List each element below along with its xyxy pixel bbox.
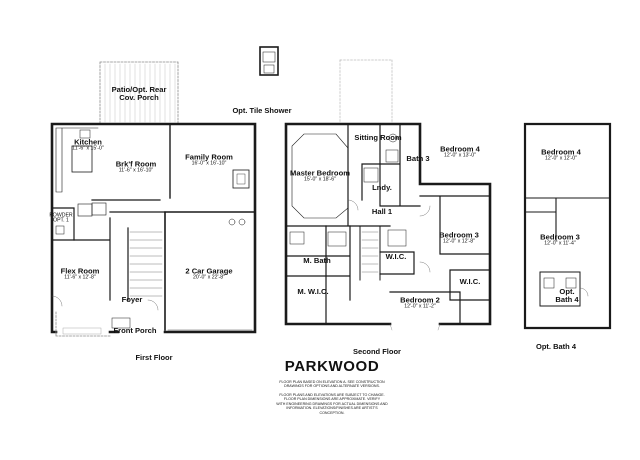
room-garage-dims: 20'-0" x 22'-8": [193, 274, 225, 281]
room-alt-bed3-dims: 12'-0" x 11'-4": [544, 240, 576, 247]
room-alt-bed4: Bedroom 4 12'-0" x 12'-0": [541, 148, 581, 161]
garage-walls: [164, 211, 256, 331]
room-mwic: M. W.I.C.: [297, 288, 328, 296]
room-alt-bath4-line1: Opt.: [559, 287, 575, 297]
caption-first-floor: First Floor: [135, 353, 173, 362]
second-floor-exterior: [284, 122, 492, 326]
room-foyer-name: Foyer: [121, 295, 143, 305]
room-front-porch-name: Front Porch: [113, 326, 157, 336]
room-bed3: Bedroom 3 12'-0" x 12'-8": [439, 231, 479, 244]
room-powder-name: POWDER: [49, 212, 73, 219]
fireplace: [232, 169, 250, 189]
room-alt-bath4: Opt. Bath 4: [555, 288, 578, 304]
room-flex-name: Flex Room: [60, 266, 100, 276]
room-master: Master Bedroom 15'-0" x 18'-6": [290, 169, 350, 182]
room-bed3-dims: 12'-0" x 12'-8": [443, 238, 475, 245]
plan-title: PARKWOOD: [284, 358, 380, 375]
second-floor-plan: [284, 59, 492, 331]
room-bed4-dims: 12'-0" x 13'-0": [444, 152, 476, 159]
first-floor-plan: [50, 61, 257, 337]
room-family-dims: 16'-0" x 16'-10": [191, 160, 227, 167]
note-line: FLOOR PLANS AND ELEVATIONS ARE SUBJECT T…: [279, 392, 385, 397]
room-bath3: Bath 3: [406, 155, 429, 163]
room-hall: Hall 1: [372, 208, 392, 216]
first-floor-exterior: [50, 122, 257, 334]
room-bed2: Bedroom 2 12'-0" x 11'-2": [400, 296, 440, 309]
room-bed2-name: Bedroom 2: [400, 295, 440, 305]
disclaimer-notes: FLOOR PLAN BASED ON ELEVATION A. SEE CON…: [257, 380, 407, 415]
room-kitchen-name: Kitchen: [74, 137, 102, 147]
room-sitting: Sitting Room: [354, 134, 401, 142]
room-master-dims: 15'-0" x 18'-6": [304, 176, 336, 183]
room-foyer: Foyer: [122, 296, 143, 304]
caption-opt-bath4: Opt. Bath 4: [535, 342, 577, 351]
room-brkf: Brk'f Room 11'-6" x 16'-10": [116, 160, 157, 173]
room-alt-bed3: Bedroom 3 12'-0" x 11'-4": [540, 233, 580, 246]
opt-bath4-plan: [523, 122, 612, 330]
note-line: FLOOR PLAN DIMENSIONS ARE APPROXIMATE. V…: [283, 397, 381, 402]
room-garage-name: 2 Car Garage: [185, 266, 233, 276]
room-bed4: Bedroom 4 12'-0" x 13'-0": [440, 145, 480, 158]
room-brkf-name: Brk'f Room: [115, 159, 157, 169]
room-wic1: W.I.C.: [386, 253, 407, 261]
room-wic1-name: W.I.C.: [385, 252, 407, 262]
opt-tile-shower-plan: [259, 46, 279, 76]
note-line: DRAWINGS FOR OPTIONS AND ALTERNATE VERSI…: [284, 384, 380, 389]
room-bed2-dims: 12'-0" x 11'-2": [404, 303, 436, 310]
room-front-porch: Front Porch: [113, 327, 156, 335]
room-kitchen-dims: 11'-6" x 15'-0": [72, 145, 104, 152]
room-alt-bath4-line2: Bath 4: [555, 295, 579, 304]
opt-bath4-exterior: [523, 122, 612, 330]
room-mwic-name: M. W.I.C.: [297, 287, 329, 297]
room-lndy: Lndy.: [372, 184, 392, 192]
room-alt-bed4-name: Bedroom 4: [541, 147, 581, 157]
room-powder: POWDER OPT. 1: [49, 212, 73, 225]
room-sitting-name: Sitting Room: [354, 133, 402, 143]
note-line: WITH ENGINEERING DRAWINGS FOR ACTUAL DIM…: [276, 401, 388, 406]
master-octagon: [291, 133, 349, 219]
patio-outline: [99, 61, 179, 125]
room-brkf-dims: 11'-6" x 16'-10": [118, 167, 154, 174]
room-wic2: W.I.C.: [460, 278, 481, 286]
room-family: Family Room 16'-0" x 16'-10": [185, 153, 233, 166]
note-line: CONCEPTION.: [319, 410, 345, 415]
room-wic2-name: W.I.C.: [459, 277, 481, 287]
room-flex: Flex Room 11'-6" x 12'-8": [61, 267, 100, 280]
room-hall-name: Hall 1: [371, 207, 393, 217]
room-alt-bed4-dims: 12'-0" x 12'-0": [545, 155, 577, 162]
room-lndy-name: Lndy.: [372, 183, 392, 193]
room-mbath-name: M. Bath: [303, 256, 331, 266]
front-porch-outline: [55, 311, 111, 337]
room-alt-bed3-name: Bedroom 3: [540, 232, 580, 242]
note-line: INFORMATION. ELEVATIONS/FINISHES ARE ART…: [286, 406, 378, 411]
room-master-name: Master Bedroom: [290, 168, 350, 178]
caption-second-floor: Second Floor: [353, 347, 401, 356]
room-patio-line1: Patio/Opt. Rear: [111, 85, 167, 95]
room-patio-line2: Cov. Porch: [119, 93, 159, 102]
kitchen-island: [71, 145, 93, 173]
room-family-name: Family Room: [185, 152, 233, 162]
room-kitchen: Kitchen 11'-6" x 15'-0": [72, 138, 104, 151]
room-garage: 2 Car Garage 20'-0" x 22'-8": [185, 267, 232, 280]
roof-line: [339, 59, 393, 125]
caption-opt-tile-shower: Opt. Tile Shower: [232, 106, 292, 115]
room-powder-detail: OPT. 1: [53, 218, 69, 224]
note-line: FLOOR PLAN BASED ON ELEVATION A. SEE CON…: [279, 380, 385, 384]
room-patio: Patio/Opt. Rear Cov. Porch: [112, 86, 167, 102]
kitchen-counters: [55, 127, 99, 193]
room-bath3-name: Bath 3: [406, 154, 430, 164]
room-flex-dims: 11'-6" x 12'-8": [64, 274, 96, 281]
room-mbath: M. Bath: [303, 257, 330, 265]
room-bed4-name: Bedroom 4: [440, 144, 480, 154]
room-bed3-name: Bedroom 3: [439, 230, 479, 240]
